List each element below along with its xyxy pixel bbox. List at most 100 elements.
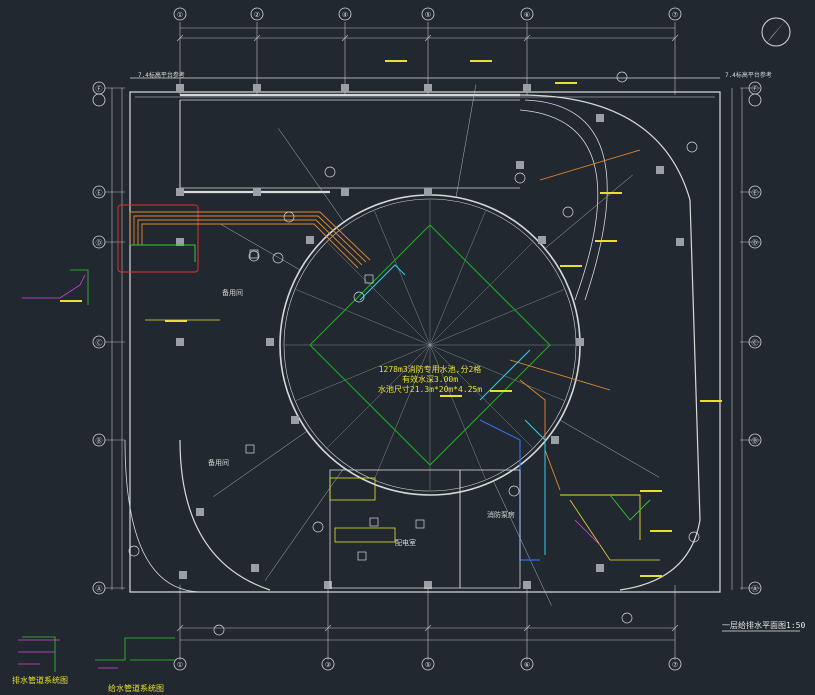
pipe-orange [519,379,561,491]
column [266,338,274,346]
equipment-box [334,527,396,543]
callout-circle [248,250,260,262]
annotation-mark [640,490,662,492]
pipe-orange [509,359,611,391]
axis-label: Ⓒ [752,339,759,347]
dimension-tick [671,624,679,632]
legend-drain-label: 排水管道系统图 [12,675,68,685]
axis-bubble [668,657,682,671]
axis-bubble [748,335,762,349]
highlight-box [117,204,199,273]
pipe-yellow [569,499,660,561]
dimension-tick [324,624,332,632]
axis-bubble [173,7,187,21]
pipe-magenta [574,519,601,546]
dimension-tick [176,624,184,632]
dimension-tick [424,34,432,42]
annotation-mark [490,390,512,392]
column [551,436,559,444]
callout-circle [621,612,633,624]
radial-line [429,242,533,346]
callout-circle [688,531,700,543]
axis-bubble [748,581,762,595]
radial-line [295,289,431,346]
radial-line [374,210,431,346]
axis-label: Ⓐ [752,585,759,593]
column [596,564,604,572]
annotation-mark [60,300,82,302]
column [306,236,314,244]
callout-circle [686,141,698,153]
column [179,571,187,579]
axis-label: Ⓔ [752,189,759,197]
column [516,161,524,169]
room-label-upper: 备用间 [222,288,243,297]
equipment-square [249,249,259,259]
axis-bubble [748,433,762,447]
curved-wall [124,439,201,593]
column [341,188,349,196]
column [253,84,261,92]
axis-label: ⑦ [672,11,678,19]
annotation-mark [165,320,187,322]
radial-line [429,210,486,346]
axis-bubble [421,657,435,671]
column [176,84,184,92]
equipment-box [329,477,376,501]
curved-wall [179,439,271,591]
column [176,338,184,346]
axis-bubble [520,657,534,671]
column [176,238,184,246]
pipe-green [609,494,651,521]
pipe-cyan [479,349,531,401]
riser-detail-green [70,269,89,305]
north-arrow-circle [761,17,791,47]
riser-detail [22,274,86,299]
callout-circle [514,172,526,184]
annotation-mark [640,575,662,577]
dimension-tick [341,34,349,42]
radial-extension [220,224,301,271]
curved-ramp [519,109,599,301]
pipe-orange [129,211,371,261]
annotation-mark [600,192,622,194]
curved-wall [519,94,701,591]
column [424,84,432,92]
axis-bubble [250,7,264,21]
column [251,564,259,572]
column [656,166,664,174]
axis-label: Ⓑ [96,437,103,445]
axis-bubble [173,657,187,671]
radial-extension [544,174,633,249]
callout-circle [562,206,574,218]
drain-diagram-riser [22,636,56,672]
equipment-square [369,517,379,527]
axis-bubble [92,581,106,595]
room-wall [459,469,521,589]
column [676,238,684,246]
axis-label: Ⓓ [96,239,103,247]
axis-bubble [338,7,352,21]
annotation-mark [385,60,407,62]
pipe-blue [479,419,540,561]
tank-note-line1: 1278m3消防专用水池,分2格 [379,364,482,374]
axis-label: ① [177,661,183,669]
radial-line [327,344,431,448]
equipment-square [245,444,255,454]
radial-extension [455,84,477,198]
room-label-fire: 消防泵房 [487,510,515,519]
axis-label: ⑥ [524,11,530,19]
radial-line [374,344,431,480]
axis-bubble [520,7,534,21]
column [523,84,531,92]
outer-wall [129,91,721,593]
callout-circle [272,252,284,264]
axis-label: Ⓔ [96,189,103,197]
radial-line [429,289,565,346]
room-label-lower: 备用间 [208,458,229,467]
callout-circle [616,71,628,83]
column [523,581,531,589]
pipe-orange [137,219,363,266]
dimension-tick [424,624,432,632]
